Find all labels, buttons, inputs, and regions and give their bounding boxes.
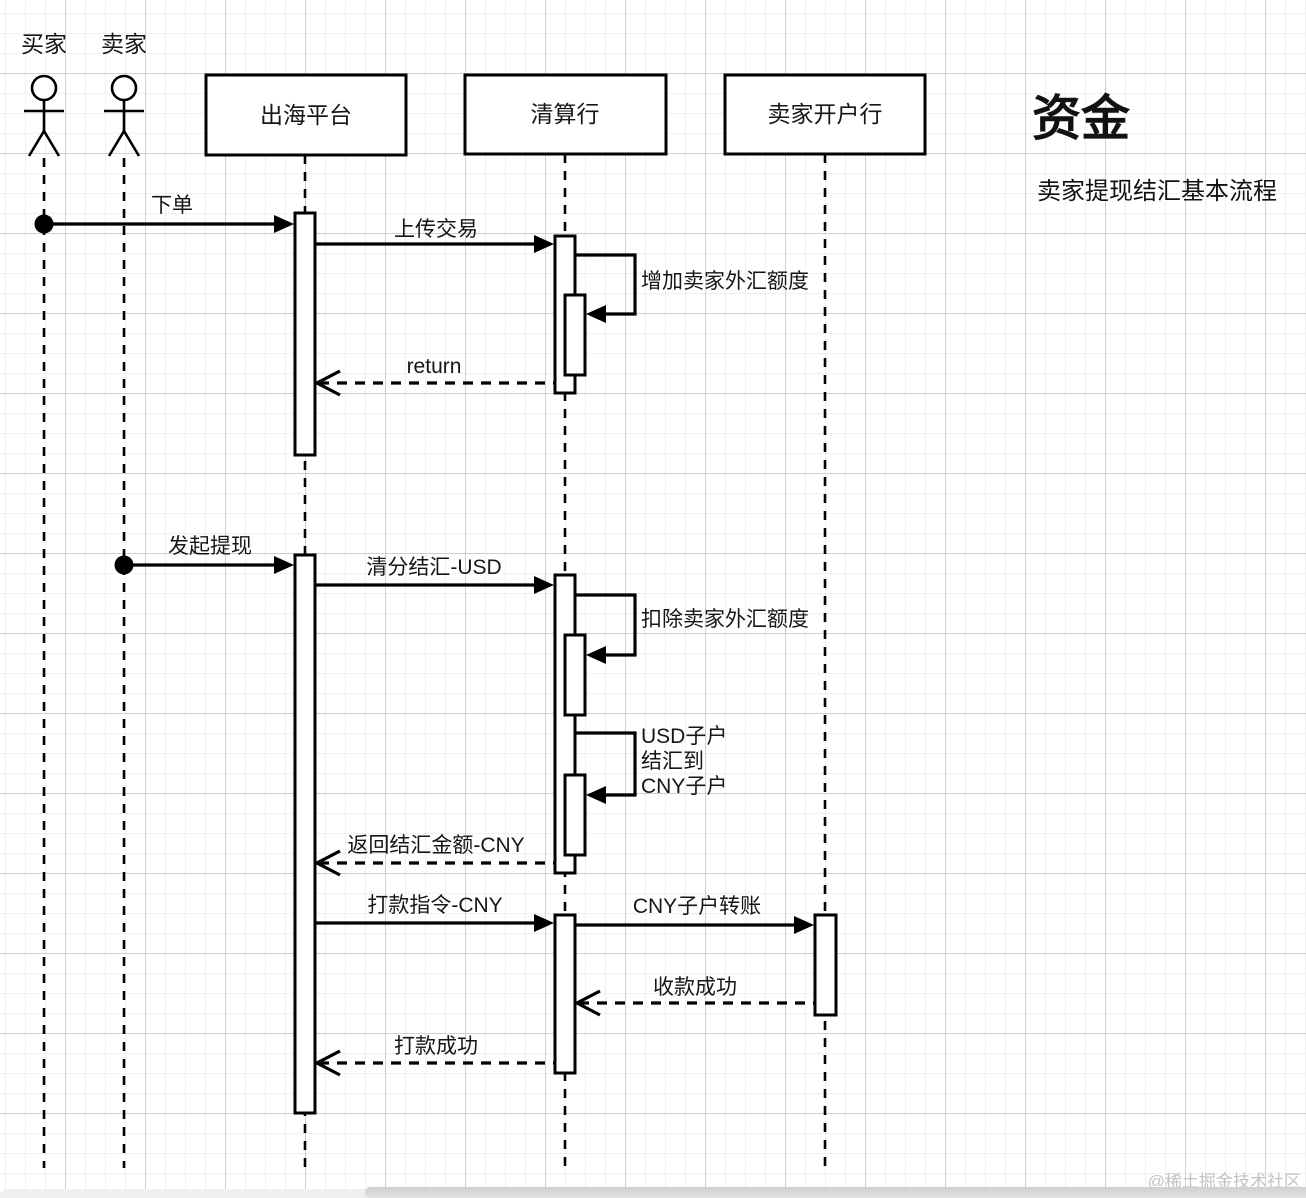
page-subtitle: 卖家提现结汇基本流程 <box>1037 178 1277 205</box>
message-payment-success: 打款成功 <box>313 1035 555 1077</box>
participant-seller-bank-label: 卖家开户行 <box>768 101 883 127</box>
message-upload-transaction-label: 上传交易 <box>394 218 478 241</box>
message-payment-success-label: 打款成功 <box>394 1035 478 1058</box>
message-upload-transaction: 上传交易 <box>315 218 554 253</box>
open-arrowhead <box>313 369 341 397</box>
participant-seller-bank: 卖家开户行 <box>723 73 927 156</box>
message-usd-settle-label-line3: CNY子户 <box>641 775 727 798</box>
message-initiate-withdrawal-label: 发起提现 <box>168 535 252 558</box>
actor-seller-label: 卖家 <box>101 31 147 57</box>
message-return-label: return <box>407 355 462 378</box>
message-return-settle-cny: 返回结汇金额-CNY <box>313 834 555 877</box>
message-clear-settle-usd: 清分结汇-USD <box>315 556 554 594</box>
horizontal-scrollbar-thumb[interactable] <box>365 1187 1306 1198</box>
person-icon <box>104 74 144 157</box>
watermark: @稀土掘金技术社区 <box>1148 1172 1301 1191</box>
message-receive-success: 收款成功 <box>573 976 815 1017</box>
message-pay-instruction-cny-label: 打款指令-CNY <box>367 894 502 917</box>
message-cny-sub-transfer: CNY子户转账 <box>575 895 814 934</box>
arrowhead <box>274 556 294 574</box>
actor-buyer: 买家 <box>21 31 67 157</box>
message-pay-instruction-cny: 打款指令-CNY <box>315 894 554 932</box>
activation-seller-bank <box>813 913 838 1017</box>
arrowhead <box>586 305 606 323</box>
activation-platform-2 <box>293 553 317 1115</box>
message-return: return <box>313 355 555 397</box>
message-increase-fx-quota-label: 增加卖家外汇额度 <box>641 270 809 293</box>
arrowhead <box>534 235 554 253</box>
arrowhead <box>274 215 294 233</box>
message-return-settle-cny-label: 返回结汇金额-CNY <box>347 834 524 857</box>
open-arrowhead <box>313 849 341 877</box>
activation-clearing-2-nested-a <box>563 633 587 717</box>
participant-clearing-bank-label: 清算行 <box>531 101 600 127</box>
person-icon <box>24 74 64 157</box>
message-initiate-withdrawal: 发起提现 <box>114 535 294 575</box>
participant-platform-label: 出海平台 <box>260 102 352 128</box>
message-place-order: 下单 <box>34 194 294 234</box>
activation-clearing-1-nested <box>563 293 587 377</box>
message-receive-success-label: 收款成功 <box>653 976 737 999</box>
message-usd-settle-label-line2: 结汇到 <box>641 750 704 773</box>
message-cny-sub-transfer-label: CNY子户转账 <box>633 895 761 918</box>
activation-clearing-2-nested-b <box>563 773 587 857</box>
arrowhead <box>534 576 554 594</box>
open-arrowhead <box>313 1049 341 1077</box>
open-arrowhead <box>573 989 601 1017</box>
arrowhead <box>534 914 554 932</box>
self-message-usd-settle-to-cny: USD子户 结汇到 CNY子户 <box>563 725 727 857</box>
message-deduct-fx-quota-label: 扣除卖家外汇额度 <box>641 608 809 631</box>
activation-platform-1 <box>293 211 317 457</box>
arrowhead <box>794 916 814 934</box>
actor-buyer-label: 买家 <box>21 31 67 57</box>
message-usd-settle-label-line1: USD子户 <box>641 725 727 748</box>
actor-seller: 卖家 <box>101 31 147 157</box>
arrowhead <box>586 786 606 804</box>
message-clear-settle-usd-label: 清分结汇-USD <box>366 556 501 579</box>
page-title: 资金 <box>1032 92 1131 146</box>
self-message-increase-fx-quota: 增加卖家外汇额度 <box>563 253 809 377</box>
activation-clearing-3 <box>553 913 577 1075</box>
participant-clearing-bank: 清算行 <box>463 73 668 156</box>
arrowhead <box>586 646 606 664</box>
message-place-order-label: 下单 <box>151 194 193 217</box>
self-message-deduct-fx-quota: 扣除卖家外汇额度 <box>563 593 809 717</box>
participant-platform: 出海平台 <box>204 73 408 157</box>
